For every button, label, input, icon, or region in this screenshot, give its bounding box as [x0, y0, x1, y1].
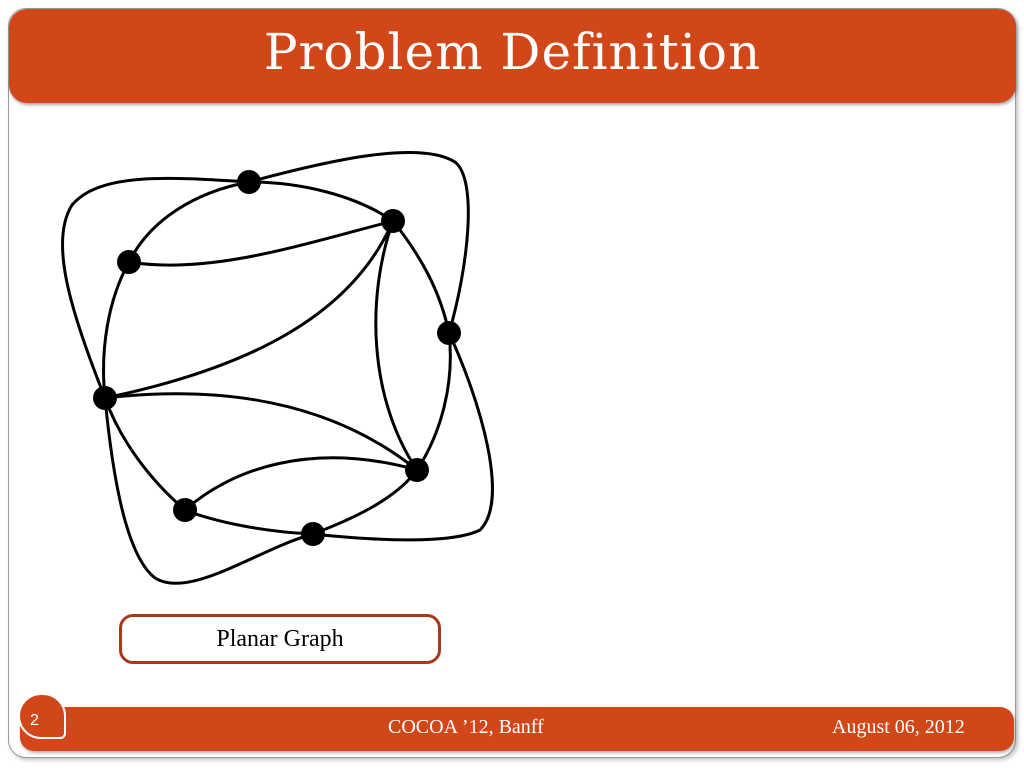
- graph-edge: [311, 331, 494, 542]
- graph-edge: [183, 508, 315, 536]
- graph-edge: [374, 219, 419, 472]
- graph-vertex: [93, 386, 117, 410]
- footer-bar: [20, 707, 1014, 751]
- graph-vertex: [437, 321, 461, 345]
- graph-vertex: [117, 250, 141, 274]
- graph-vertex: [301, 522, 325, 546]
- graph-edge: [103, 392, 419, 472]
- page-number-badge: [18, 693, 66, 739]
- graph-edge: [127, 180, 251, 264]
- graph-edge: [311, 468, 419, 536]
- graph-edge: [61, 176, 251, 400]
- graph-edge: [103, 396, 187, 512]
- graph-vertex: [405, 458, 429, 482]
- graph-edge: [103, 219, 395, 400]
- page-number: 2: [30, 712, 39, 729]
- graph-edge: [103, 396, 315, 585]
- graph-edge: [127, 219, 395, 267]
- graph-vertex: [381, 209, 405, 233]
- slide-title: Problem Definition: [263, 23, 762, 81]
- caption-label: Planar Graph: [216, 625, 344, 652]
- graph-edge: [415, 331, 452, 472]
- graph-edge: [391, 219, 451, 335]
- graph-edge: [247, 151, 470, 335]
- footer-event: COCOA ’12, Banff: [388, 716, 544, 738]
- graph-edge: [183, 456, 419, 512]
- title-bar: Problem Definition: [9, 9, 1016, 103]
- footer-date: August 06, 2012: [832, 716, 965, 738]
- caption-box: Planar Graph: [119, 614, 441, 664]
- graph-edge: [102, 260, 131, 400]
- graph-edge: [247, 180, 395, 223]
- graph-vertex: [237, 170, 261, 194]
- graph-vertex: [173, 498, 197, 522]
